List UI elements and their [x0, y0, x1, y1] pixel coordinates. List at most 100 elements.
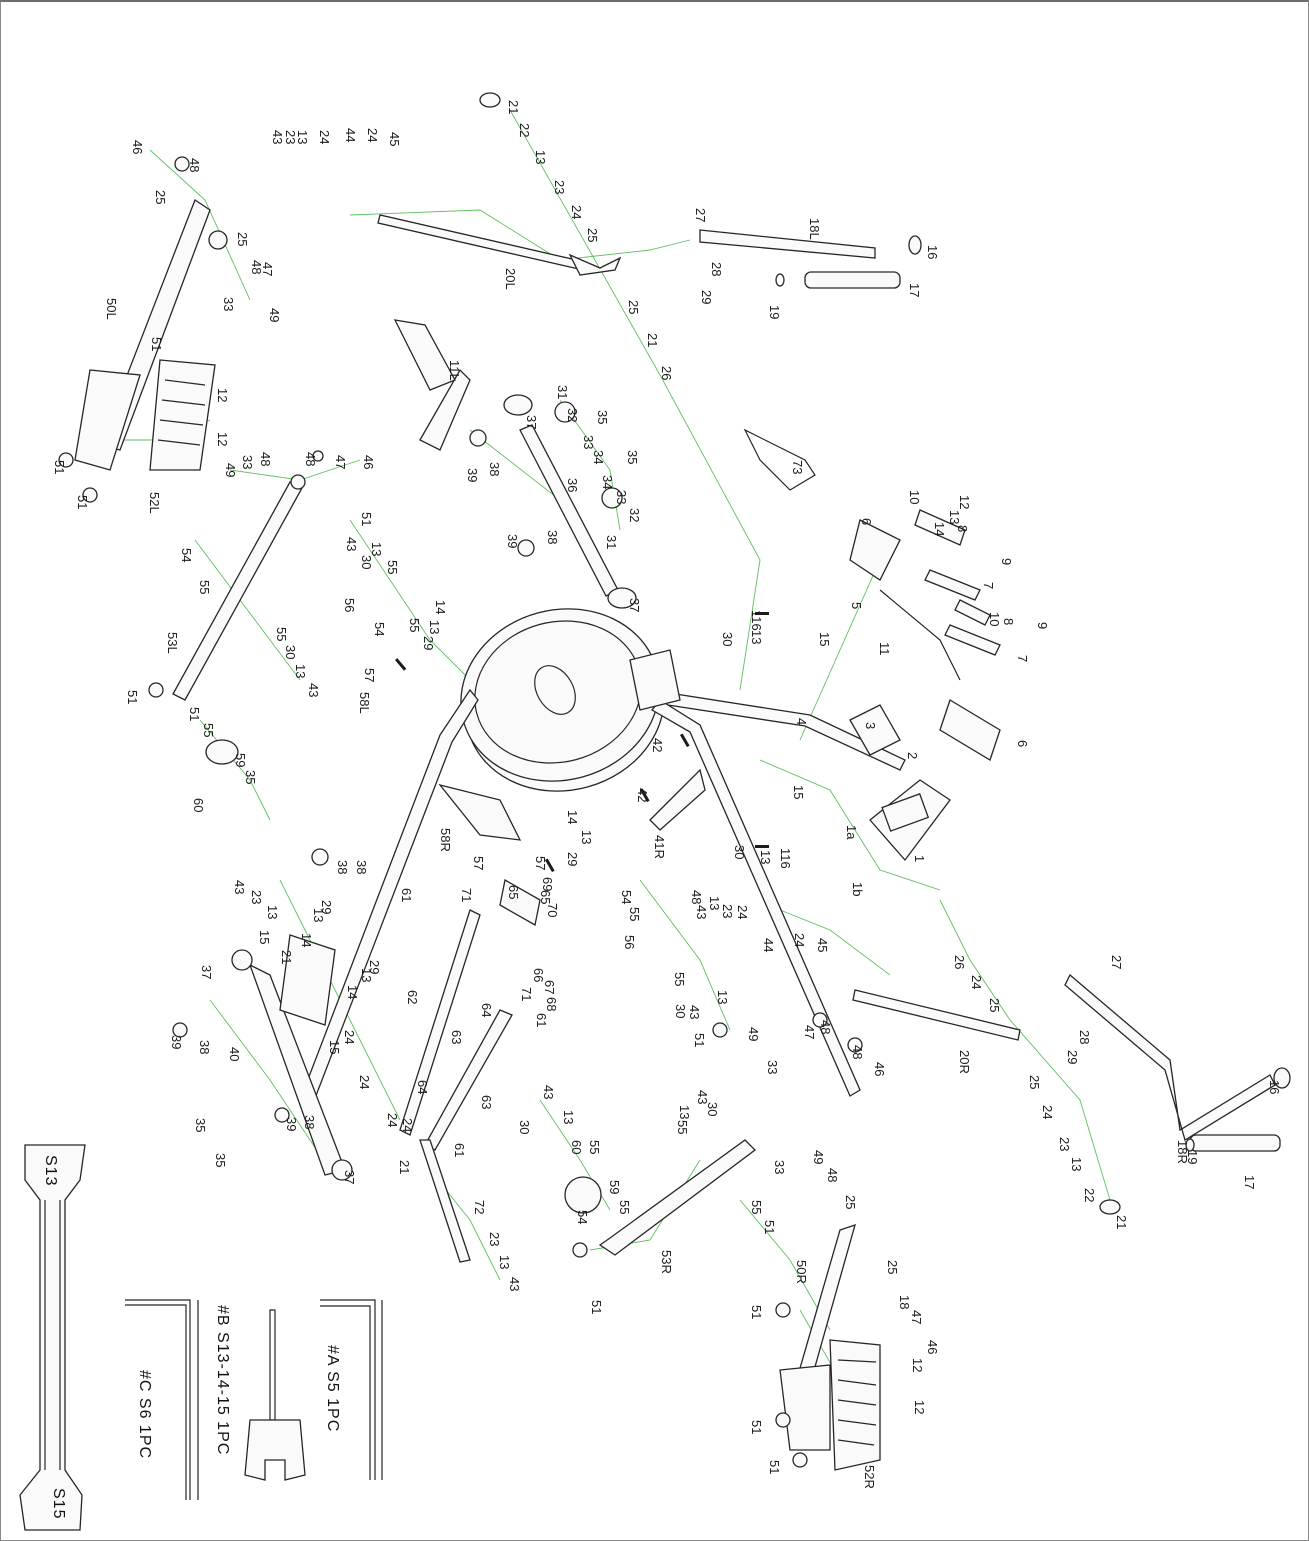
part-label: 33 — [581, 435, 596, 449]
left-handle-assembly — [377, 92, 922, 289]
part-label: 55 — [627, 907, 642, 921]
part-label: 8 — [1001, 618, 1016, 625]
seat-post — [469, 394, 637, 609]
wrench-top-label: S13 — [42, 1155, 59, 1186]
part-label: 13 — [359, 968, 374, 982]
part-label: 18R — [1175, 1140, 1190, 1164]
part-label: 13 — [561, 1110, 576, 1124]
part-label: 48 — [850, 1045, 865, 1059]
part-label: 57 — [533, 856, 548, 870]
part-label: 13 — [369, 542, 384, 556]
part-label: 12 — [215, 388, 230, 402]
part-label: 1 — [912, 855, 927, 862]
part-label: 35 — [213, 1153, 228, 1167]
part-label: 25 — [153, 190, 168, 204]
part-label: 17 — [907, 283, 922, 297]
part-label: 51 — [762, 1220, 777, 1234]
hex-key-a — [320, 1299, 383, 1480]
part-label: 35 — [595, 410, 610, 424]
part-label: 24 — [792, 933, 807, 947]
part-label: 57 — [471, 856, 486, 870]
part-label: 31 — [555, 385, 570, 399]
part-label: 18L — [807, 218, 822, 240]
part-label: 38 — [354, 860, 369, 874]
part-label: 33 — [240, 455, 255, 469]
part-label: 27 — [1109, 955, 1124, 969]
part-label: 25 — [987, 998, 1002, 1012]
part-label: 51 — [692, 1033, 707, 1047]
part-label: 13 — [1069, 1157, 1084, 1171]
part-label: 43 — [344, 537, 359, 551]
part-label: 24 — [317, 130, 332, 144]
part-label: 55 — [407, 618, 422, 632]
part-label: 1a — [844, 825, 859, 840]
part-label: 5 — [849, 602, 864, 609]
part-label: 67 — [542, 980, 557, 994]
part-label: 48 — [187, 158, 202, 172]
part-label: 64 — [415, 1080, 430, 1094]
part-label: 3 — [863, 722, 878, 729]
lower-frame — [172, 848, 541, 1263]
part-label: 25 — [843, 1195, 858, 1209]
part-label: 24 — [400, 1118, 415, 1132]
part-label: 13 — [707, 896, 722, 910]
hex-key-c — [125, 1299, 199, 1500]
part-label: 35 — [243, 770, 258, 784]
part-label: 42 — [650, 738, 665, 752]
part-label: 43 — [306, 683, 321, 697]
part-label: 12 — [912, 1400, 927, 1414]
part-label: 13 — [677, 1105, 692, 1119]
part-label: 10 — [987, 612, 1002, 626]
part-label: 57 — [362, 668, 377, 682]
part-label: 23 — [283, 130, 298, 144]
part-label: 42 — [635, 788, 650, 802]
part-label: 14 — [299, 933, 314, 947]
part-label: 47 — [333, 455, 348, 469]
part-label: 13 — [947, 510, 962, 524]
part-label: 55 — [274, 627, 289, 641]
part-label: 54 — [372, 622, 387, 636]
part-label: 32 — [565, 408, 580, 422]
part-label: 64 — [479, 1003, 494, 1017]
part-label: 33 — [772, 1160, 787, 1174]
part-label: 30 — [705, 1102, 720, 1116]
part-label: 70 — [545, 903, 560, 917]
part-label: 59 — [233, 753, 248, 767]
bolt-marks — [394, 612, 769, 873]
part-label: 38 — [545, 530, 560, 544]
part-label: 60 — [191, 798, 206, 812]
part-label: 55 — [587, 1140, 602, 1154]
part-label: 30 — [673, 1004, 688, 1018]
part-label: 51 — [52, 460, 67, 474]
part-label: 61 — [452, 1143, 467, 1157]
part-label: 56 — [342, 598, 357, 612]
part-label: 51 — [589, 1300, 604, 1314]
part-label: 43 — [687, 1005, 702, 1019]
part-label: 51 — [359, 512, 374, 526]
part-label: 116 — [778, 848, 793, 869]
part-label: 13 — [265, 905, 280, 919]
main-frame — [299, 649, 906, 1107]
part-label: 34 — [600, 475, 615, 489]
part-label: 24 — [569, 205, 584, 219]
part-label: 55 — [201, 723, 216, 737]
part-label: 6 — [1015, 740, 1030, 747]
part-label: 73 — [790, 460, 805, 474]
part-label: 54 — [575, 1210, 590, 1224]
part-label: 2 — [905, 752, 920, 759]
part-label: 48 — [258, 452, 273, 466]
part-label: 43 — [695, 1090, 710, 1104]
part-label: 21 — [1114, 1215, 1129, 1229]
part-label: 20R — [957, 1050, 972, 1074]
part-label: 37 — [524, 415, 539, 429]
part-label: 24 — [357, 1075, 372, 1089]
part-label: 13 — [758, 850, 773, 864]
part-label: 51 — [749, 1420, 764, 1434]
part-label: 6 — [859, 518, 874, 525]
part-label: 39 — [465, 468, 480, 482]
part-label: 29 — [367, 960, 382, 974]
part-label: 33 — [765, 1060, 780, 1074]
part-label: 38 — [302, 1115, 317, 1129]
part-label: 49 — [223, 463, 238, 477]
